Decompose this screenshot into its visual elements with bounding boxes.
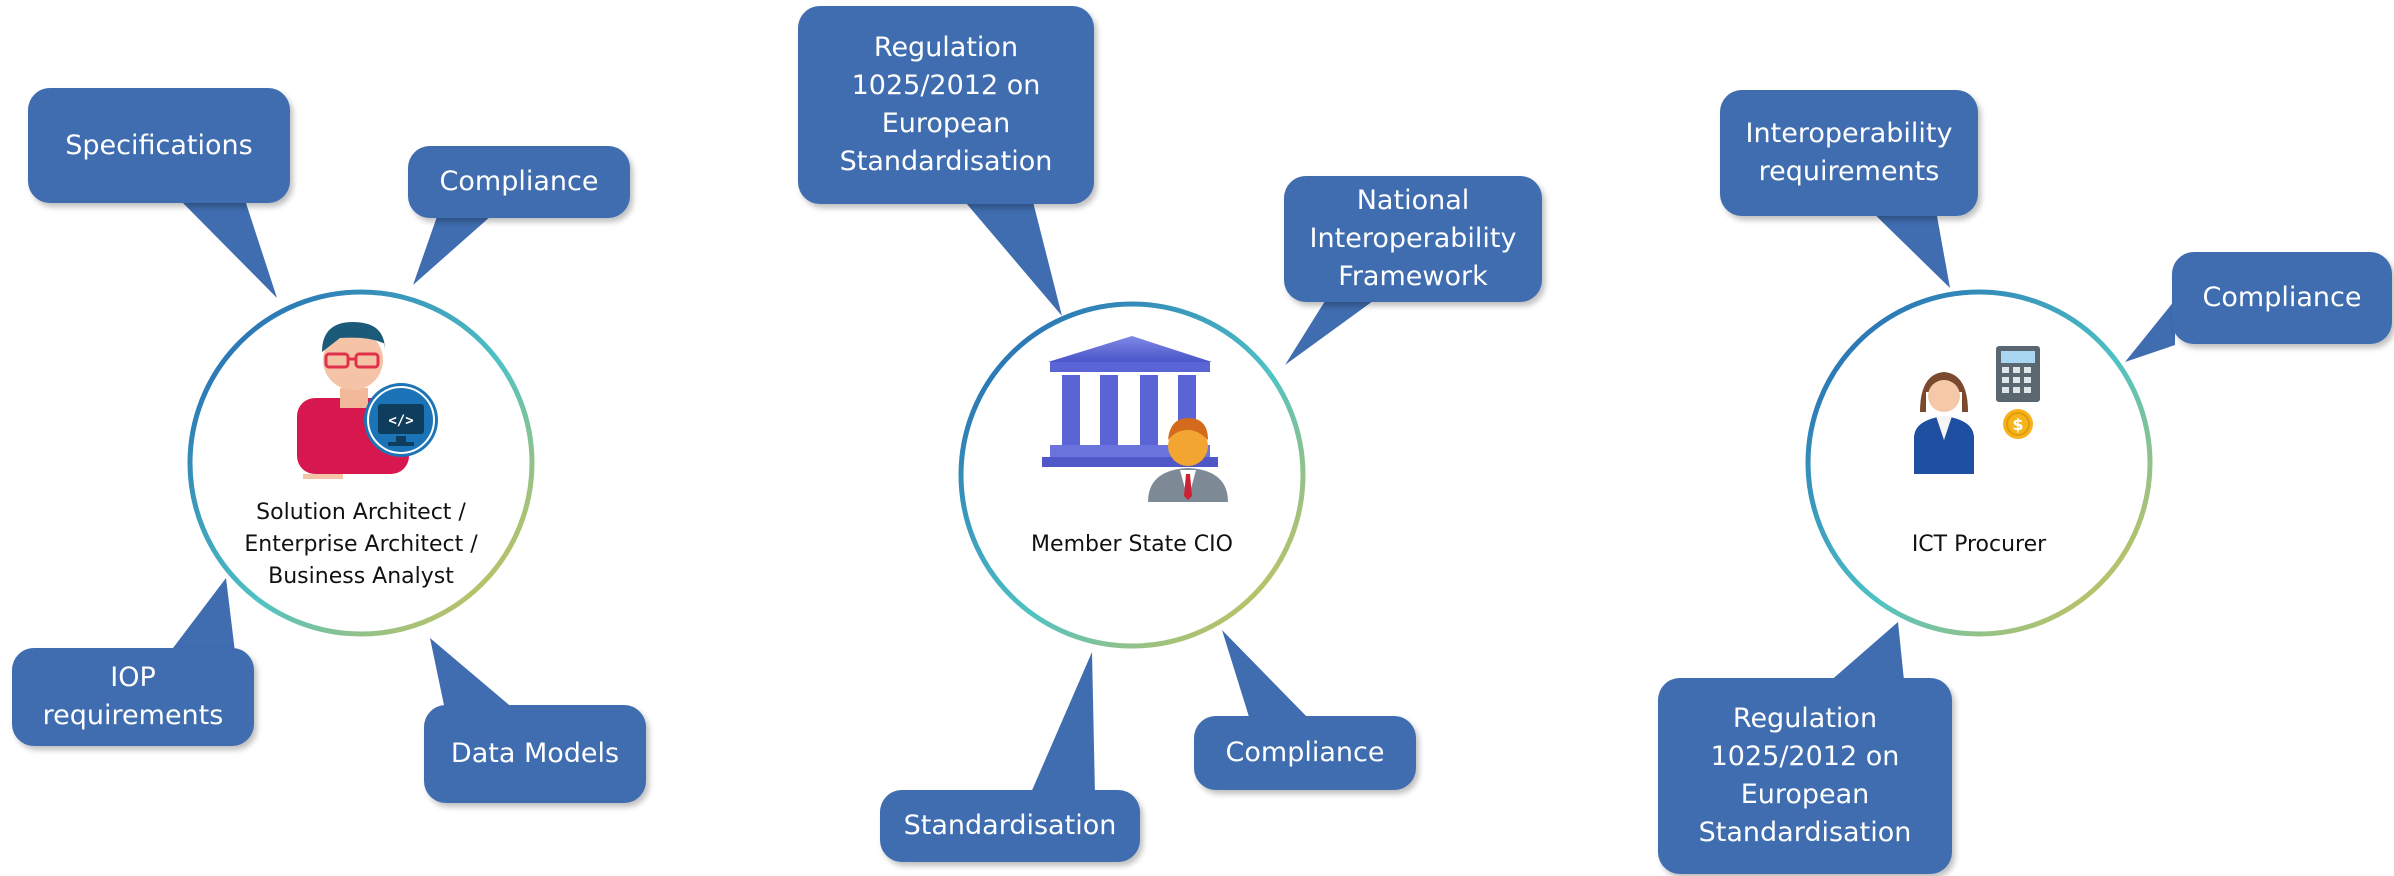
procurer-icon: $ bbox=[1914, 346, 2040, 474]
bubble-compliance: Compliance bbox=[408, 146, 630, 218]
bubble-compliance: Compliance bbox=[1194, 716, 1416, 790]
bubble-compliance: Compliance bbox=[2172, 252, 2392, 344]
tail-data-models bbox=[430, 638, 515, 710]
bubble-standardisation: Standardisation bbox=[880, 790, 1140, 862]
svg-text:$: $ bbox=[2012, 415, 2023, 434]
role-label-cio: Member State CIO bbox=[1031, 532, 1233, 557]
persona-circle-cio bbox=[958, 301, 1306, 649]
bubble-data-models: Data Models bbox=[424, 705, 646, 803]
tail-specifications bbox=[180, 200, 277, 298]
tail-compliance-3 bbox=[2125, 300, 2175, 362]
bubble-specifications: Specifications bbox=[28, 88, 290, 203]
tail-standardisation bbox=[1030, 652, 1095, 795]
bubble-national-iop-framework: National Interoperability Framework bbox=[1284, 176, 1542, 302]
persona-circle-procurer bbox=[1805, 289, 2153, 637]
bubble-iop-requirements: IOP requirements bbox=[12, 648, 254, 746]
bubble-interoperability-requirements: Interoperability requirements bbox=[1720, 90, 1978, 216]
role-label-architect: Solution Architect / Enterprise Architec… bbox=[244, 500, 478, 589]
tail-regulation-2 bbox=[1820, 622, 1905, 690]
tail-iop-requirements bbox=[170, 578, 235, 652]
bubble-tails bbox=[170, 190, 2175, 795]
tail-compliance-2 bbox=[1222, 630, 1310, 720]
government-official-icon bbox=[1042, 336, 1228, 502]
role-label-procurer: ICT Procurer bbox=[1911, 532, 2047, 557]
tail-national-iop-framework bbox=[1285, 285, 1395, 365]
svg-text:</>: </> bbox=[388, 413, 413, 429]
tail-compliance-1 bbox=[413, 208, 500, 285]
tail-regulation-1 bbox=[955, 190, 1062, 316]
tail-interoperability-requirements bbox=[1865, 205, 1950, 288]
developer-icon: </> bbox=[297, 322, 438, 479]
bubble-regulation-1025: Regulation 1025/2012 on European Standar… bbox=[1658, 678, 1952, 874]
bubble-regulation-1025: Regulation 1025/2012 on European Standar… bbox=[798, 6, 1094, 204]
